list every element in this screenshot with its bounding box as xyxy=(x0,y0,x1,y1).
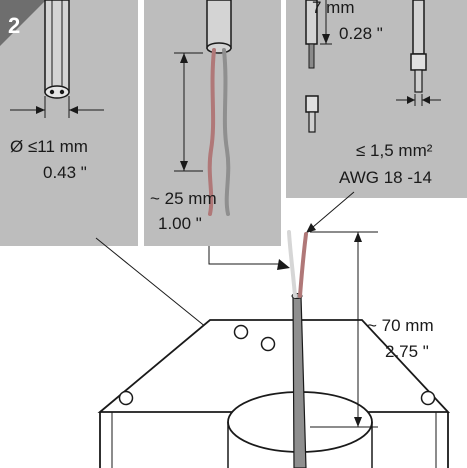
arrowhead xyxy=(354,417,362,427)
arrowhead xyxy=(322,34,330,44)
housing-rounded-edges xyxy=(111,412,437,468)
wire-core xyxy=(49,89,55,95)
panel-wire-ferrule: 7 mm 0.28 " ≤ 1,5 mm² AWG 18 -14 xyxy=(286,0,467,198)
wire-strip-in-label: 0.28 " xyxy=(339,24,383,43)
step-number: 2 xyxy=(8,13,20,38)
cable-entry-bore xyxy=(227,422,373,468)
wire-insulation xyxy=(412,0,425,55)
mounting-hole xyxy=(118,390,134,406)
cable-jacket xyxy=(206,0,232,49)
cable-jacket xyxy=(44,0,70,93)
arrowhead xyxy=(180,53,188,63)
arrowhead xyxy=(422,96,430,104)
ferrule-tube xyxy=(308,111,316,133)
arrowhead xyxy=(36,106,45,114)
ferrule-collar xyxy=(305,95,319,113)
leader-line-jacket-strip xyxy=(208,246,280,265)
wire-conductor xyxy=(308,43,315,69)
arrowhead xyxy=(407,96,415,104)
mounting-hole xyxy=(260,336,276,352)
leader-line-wire xyxy=(312,191,355,228)
arrowhead xyxy=(69,106,78,114)
panel-jacket-strip: ~ 25 mm 1.00 " xyxy=(144,0,281,246)
wire-strip-mm-label: 7 mm xyxy=(312,0,355,17)
strip-mm-label: ~ 25 mm xyxy=(150,189,217,208)
diameter-mm-label: Ø ≤11 mm xyxy=(10,137,88,156)
cable-length-in-label: 2.75 " xyxy=(385,342,429,361)
panel-cable-diameter: 2 Ø ≤11 mm 0.43 " xyxy=(0,0,138,246)
wire-red xyxy=(207,48,216,216)
wire-core xyxy=(59,89,65,95)
arrowhead xyxy=(306,223,316,233)
cable-assembly: ~ 70 mm 2.75 " xyxy=(287,230,434,468)
cable-cross-section xyxy=(44,85,70,99)
ferrule-collar xyxy=(410,53,427,71)
jacket-end xyxy=(206,42,232,54)
cable-length-mm-label: ~ 70 mm xyxy=(367,316,434,335)
arrowhead xyxy=(180,161,188,171)
arrowhead xyxy=(277,259,290,270)
diameter-in-label: 0.43 " xyxy=(43,163,87,182)
ferrule-tube xyxy=(414,69,423,93)
cross-section-label: ≤ 1,5 mm² xyxy=(356,141,433,160)
mounting-hole xyxy=(233,324,249,340)
mounting-hole xyxy=(420,390,436,406)
step-badge xyxy=(0,0,46,46)
wire-grey xyxy=(222,48,231,216)
awg-label: AWG 18 -14 xyxy=(339,168,432,187)
strip-in-label: 1.00 " xyxy=(158,214,202,233)
housing-front-edges xyxy=(99,412,449,468)
wire-light xyxy=(287,230,297,298)
arrowhead xyxy=(354,232,362,242)
wire-red xyxy=(298,232,308,298)
